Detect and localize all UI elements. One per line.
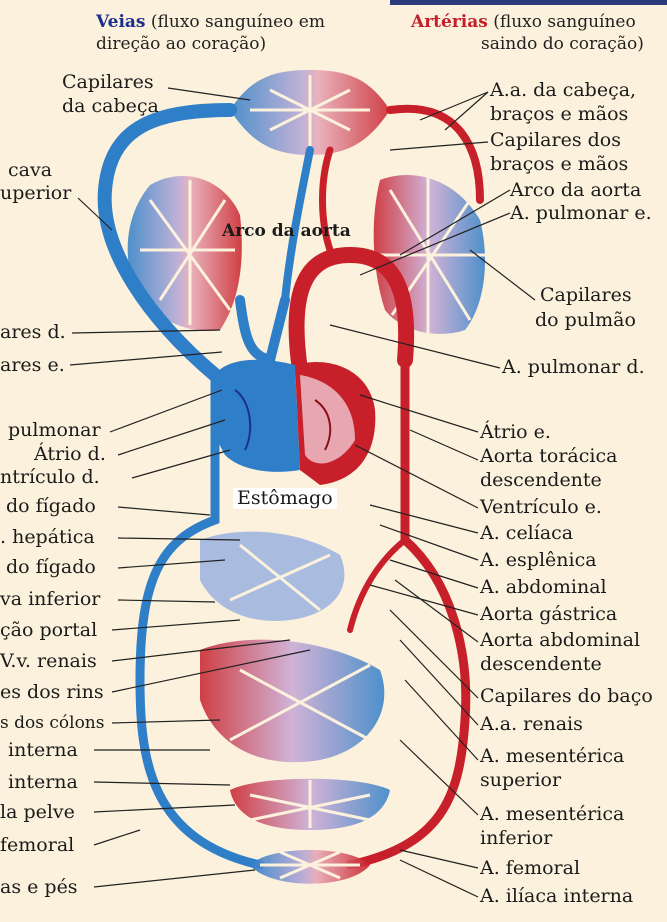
right-label-27: A. ilíaca interna [480,886,633,907]
right-label-2: braços e mãos [490,104,628,125]
left-label-14: ção portal [0,620,97,641]
right-label-20: Capilares do baço [480,686,653,707]
heart [211,360,375,485]
lung-capillaries-right [374,175,485,335]
right-label-19: descendente [480,654,602,675]
pelvis-capillaries [230,779,390,830]
left-label-18: interna [8,740,78,761]
right-label-5: Arco da aorta [510,180,641,201]
right-label-24: A. mesentérica [480,804,624,825]
right-label-16: A. abdominal [480,577,607,598]
aortic-arch-center-label: Arco da aorta [222,221,351,242]
left-label-7: pulmonar [8,420,101,441]
left-label-19: interna [8,772,78,793]
left-label-22: as e pés [0,877,78,898]
left-label-15: V.v. renais [0,651,97,672]
left-label-17: s dos cólons [0,713,104,734]
right-label-9: A. pulmonar d. [502,357,645,378]
right-label-12: descendente [480,470,602,491]
left-label-8: Átrio d. [34,444,106,465]
left-label-21: femoral [0,835,74,856]
right-label-17: Aorta gástrica [480,604,617,625]
right-label-3: Capilares dos [490,130,621,151]
left-label-2: da cabeça [62,96,159,117]
right-label-23: superior [480,770,561,791]
left-label-16: es dos rins [0,682,104,703]
left-label-11: . hepática [0,527,95,548]
right-label-18: Aorta abdominal [480,630,640,651]
right-label-22: A. mesentérica [480,746,624,767]
left-label-10: do fígado [6,496,96,517]
right-label-25: inferior [480,828,552,849]
legs-capillaries [250,850,370,884]
left-label-1: Capilares [62,72,154,93]
stomach-label: Estômago [233,488,337,509]
left-label-6: ares e. [0,355,65,376]
right-label-26: A. femoral [480,858,580,879]
left-label-13: va inferior [0,589,100,610]
left-label-5: ares d. [0,322,66,343]
right-label-10: Átrio e. [480,422,551,443]
right-label-14: A. celíaca [480,523,573,544]
right-label-1: A.a. da cabeça, [490,80,636,101]
right-label-4: braços e mãos [490,154,628,175]
left-label-4: uperior [0,183,71,204]
left-label-12: do fígado [6,557,96,578]
left-label-9: ntrículo d. [0,467,100,488]
right-label-6: A. pulmonar e. [510,203,652,224]
right-label-7: Capilares [540,285,632,306]
right-label-15: A. esplênica [480,550,597,571]
right-label-13: Ventrículo e. [480,497,602,518]
left-label-3: cava [8,160,52,181]
head-capillaries [230,70,390,155]
left-label-20: la pelve [0,802,75,823]
right-label-21: A.a. renais [480,714,583,735]
right-label-8: do pulmão [535,310,636,331]
right-label-11: Aorta torácica [480,446,617,467]
